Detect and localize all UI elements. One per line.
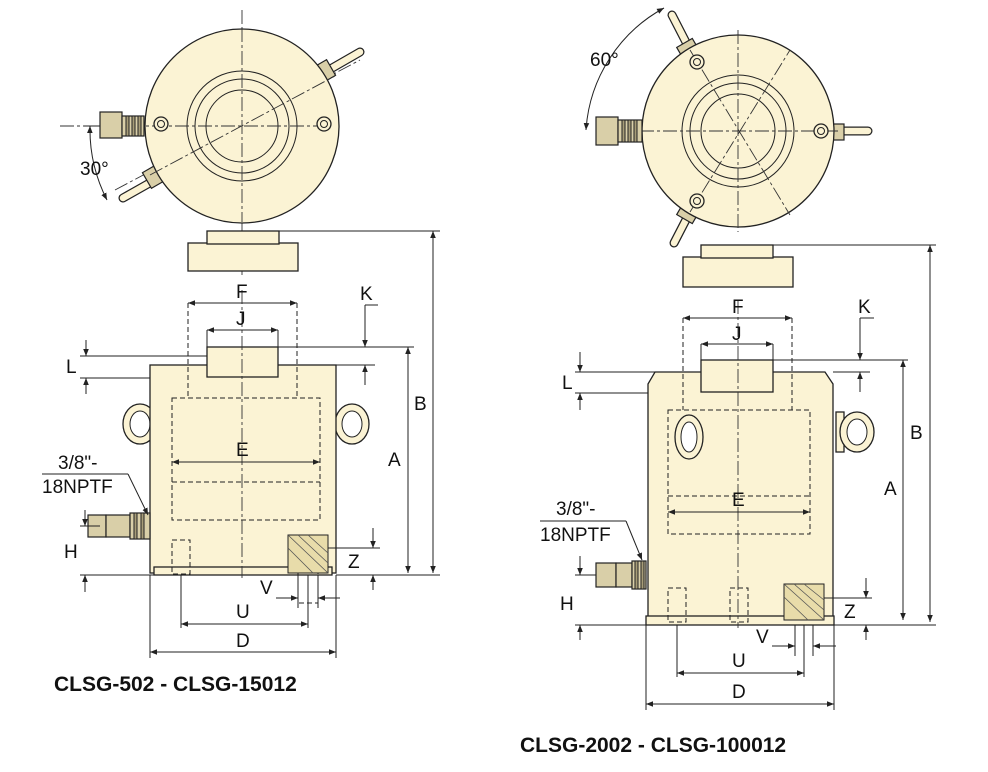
right-coupler-icon: [595, 116, 643, 146]
left-dim-j: J: [236, 309, 246, 330]
left-dim-h: H: [64, 542, 78, 563]
left-ram: [187, 230, 440, 272]
right-port-label-line1: 3/8"-: [556, 499, 595, 520]
right-dim-f: F: [732, 297, 744, 318]
right-angle-label: 60°: [590, 50, 619, 71]
right-dim-l: L: [562, 373, 573, 394]
left-dim-b: B: [414, 394, 427, 415]
left-dim-l: L: [66, 357, 77, 378]
left-dim-u: U: [236, 602, 250, 623]
right-cylinder-body: [595, 300, 875, 628]
right-caption: CLSG-2002 - CLSG-100012: [520, 734, 786, 757]
right-dim-d: D: [732, 682, 746, 703]
right-ram: [682, 244, 936, 288]
right-port-label-line2: 18NPTF: [540, 525, 611, 546]
left-port-label-line1: 3/8"-: [58, 453, 97, 474]
left-dim-k: K: [360, 284, 373, 305]
left-coupler-icon: [99, 111, 145, 139]
right-top-view: 60°: [583, 7, 873, 248]
right-bolt-icon: [689, 54, 829, 209]
left-handle-bottom-icon: [118, 58, 337, 203]
left-top-view: 30°: [60, 10, 365, 275]
right-dim-e: E: [732, 490, 745, 511]
right-dim-k: K: [858, 297, 871, 318]
left-dim-z: Z: [348, 552, 360, 573]
left-dimensions: F J K L E A: [42, 231, 440, 658]
right-dim-a: A: [884, 479, 897, 500]
left-caption: CLSG-502 - CLSG-15012: [54, 673, 297, 696]
right-dimensions: F J K L E A: [540, 245, 936, 710]
right-dim-j: J: [732, 324, 742, 345]
right-dim-v: V: [756, 627, 769, 648]
left-dim-a: A: [388, 450, 401, 471]
right-drawing: 60°: [520, 7, 936, 757]
left-port-label-line2: 18NPTF: [42, 477, 113, 498]
right-dim-u: U: [732, 651, 746, 672]
right-side-coupler-icon: [595, 560, 647, 590]
right-dim-h: H: [560, 594, 574, 615]
left-drawing: 30°: [42, 10, 440, 696]
left-dim-d: D: [236, 631, 250, 652]
left-cylinder-body: [87, 290, 370, 604]
right-dim-z: Z: [844, 602, 856, 623]
left-angle-label: 30°: [80, 159, 109, 180]
left-dim-v: V: [260, 578, 273, 599]
left-dim-f: F: [236, 282, 248, 303]
right-dim-b: B: [910, 423, 923, 444]
left-dim-e: E: [236, 440, 249, 461]
left-bolt-icon: [153, 116, 332, 132]
